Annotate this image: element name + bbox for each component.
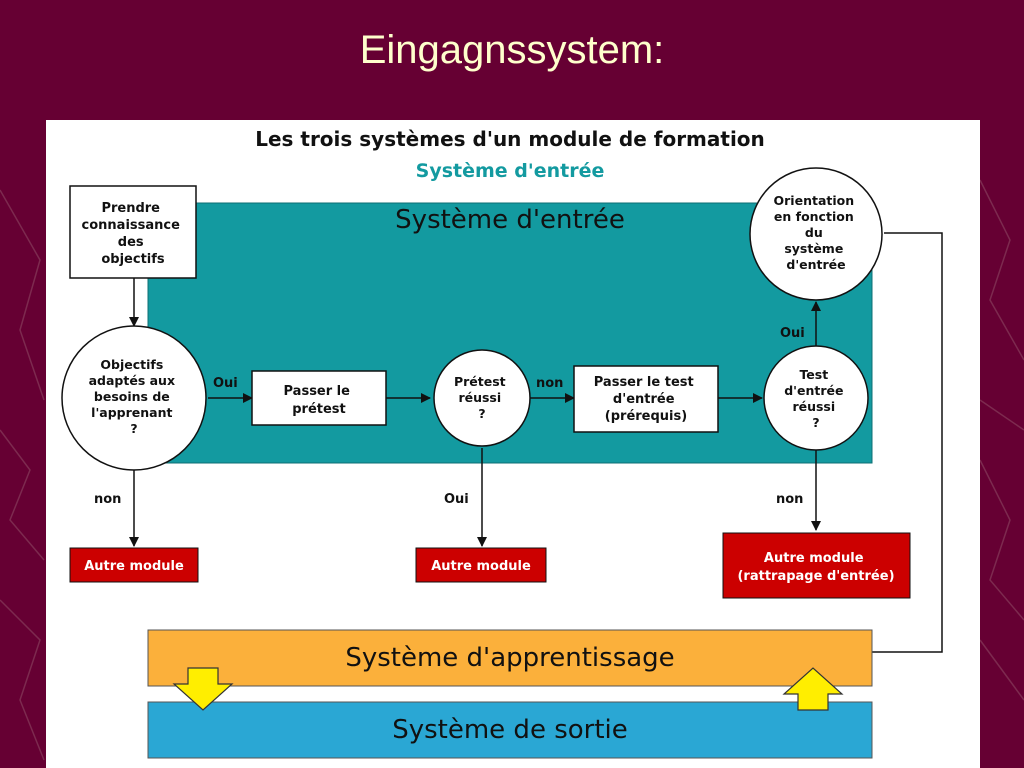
other-module-remedial-box: [722, 532, 911, 599]
orientation-line: système: [784, 241, 843, 256]
edge-label-oui: Oui: [444, 492, 469, 507]
up-arrow-icon: [782, 667, 844, 711]
other-module-box: [415, 547, 547, 583]
entry-test-passed-decision: [763, 345, 869, 451]
objectives-adapted-line: besoins de: [94, 389, 170, 404]
other-module-remedial-line: Autre module: [764, 551, 864, 566]
pass-entry-test-line: Passer le test: [594, 375, 694, 390]
arrow-orientation-to-learning: [851, 232, 943, 657]
pass-pretest-line: prétest: [292, 402, 346, 417]
pass-entry-test-line: d'entrée: [613, 392, 675, 407]
svg-text:Orientation en fonction: Orientation en fonction du système d'ent…: [774, 193, 859, 272]
diagram-subtitle: Système d'entrée: [416, 160, 605, 182]
svg-text:Prétest réussi ?: Prétest réussi ?: [454, 374, 510, 421]
edge-label-non: non: [94, 492, 121, 507]
edge-label-non: non: [536, 376, 563, 391]
exit-system-label: Système de sortie: [392, 715, 628, 745]
objectives-adapted-line: l'apprenant: [91, 405, 172, 420]
slide-title: Eingagnssystem:: [359, 28, 665, 72]
pass-entry-test-box: [573, 365, 719, 433]
objectives-box-line: objectifs: [101, 252, 165, 267]
entry-test-passed-line: d'entrée: [784, 383, 843, 398]
pretest-passed-line: Prétest: [454, 374, 506, 389]
objectives-box-line: connaissance: [82, 218, 181, 233]
exit-system-box: [147, 701, 873, 759]
objectives-box-line: des: [118, 235, 144, 250]
edge-label-oui: Oui: [213, 376, 238, 391]
entry-test-passed-line: ?: [812, 415, 819, 430]
orientation-line: en fonction: [774, 209, 854, 224]
pretest-passed-line: réussi: [458, 390, 501, 405]
objectives-adapted-decision: [61, 325, 207, 471]
entry-test-passed-line: réussi: [792, 399, 835, 414]
learning-system-box: [147, 629, 873, 687]
diagram-panel: Les trois systèmes d'un module de format…: [46, 120, 980, 768]
orientation-line: d'entrée: [786, 257, 845, 272]
pass-pretest-box: [251, 370, 387, 426]
edge-label-non: non: [776, 492, 803, 507]
svg-text:Autre module (rattrapage: Autre module (rattrapage d'entrée): [737, 551, 894, 584]
objectives-adapted-line: adaptés aux: [89, 373, 175, 388]
pretest-passed-decision: [433, 349, 531, 447]
pretest-passed-line: ?: [478, 406, 485, 421]
pass-entry-test-line: (prérequis): [605, 409, 687, 424]
learning-system-label: Système d'apprentissage: [345, 643, 674, 673]
svg-text:Test d'entrée réus: Test d'entrée réussi ?: [784, 367, 848, 430]
other-module-label: Autre module: [431, 559, 531, 574]
objectives-adapted-line: Objectifs: [100, 357, 163, 372]
pass-pretest-line: Passer le: [284, 384, 351, 399]
diagram-title: Les trois systèmes d'un module de format…: [255, 127, 765, 151]
entry-system-label: Système d'entrée: [395, 205, 625, 235]
edge-label-oui: Oui: [780, 326, 805, 341]
svg-text:Passer le test d'entrée: Passer le test d'entrée (prérequis): [594, 375, 699, 424]
other-module-box: [69, 547, 199, 583]
down-arrow-icon: [172, 667, 234, 711]
other-module-remedial-line: (rattrapage d'entrée): [737, 569, 894, 584]
objectives-box: [69, 185, 197, 279]
orientation-line: Orientation: [774, 193, 855, 208]
entry-test-passed-line: Test: [799, 367, 828, 382]
other-module-label: Autre module: [84, 559, 184, 574]
svg-text:Objectifs adaptés aux: Objectifs adaptés aux besoins de l'appre…: [89, 357, 180, 436]
objectives-adapted-line: ?: [130, 421, 137, 436]
flow-diagram: Les trois systèmes d'un module de format…: [61, 127, 943, 759]
svg-text:Passer le prétest: Passer le prétest: [284, 384, 355, 417]
orientation-node: [749, 167, 883, 301]
orientation-line: du: [805, 225, 823, 240]
svg-text:Prendre connaissance: Prendre connaissance des objectifs: [82, 201, 185, 267]
objectives-box-line: Prendre: [101, 201, 160, 216]
